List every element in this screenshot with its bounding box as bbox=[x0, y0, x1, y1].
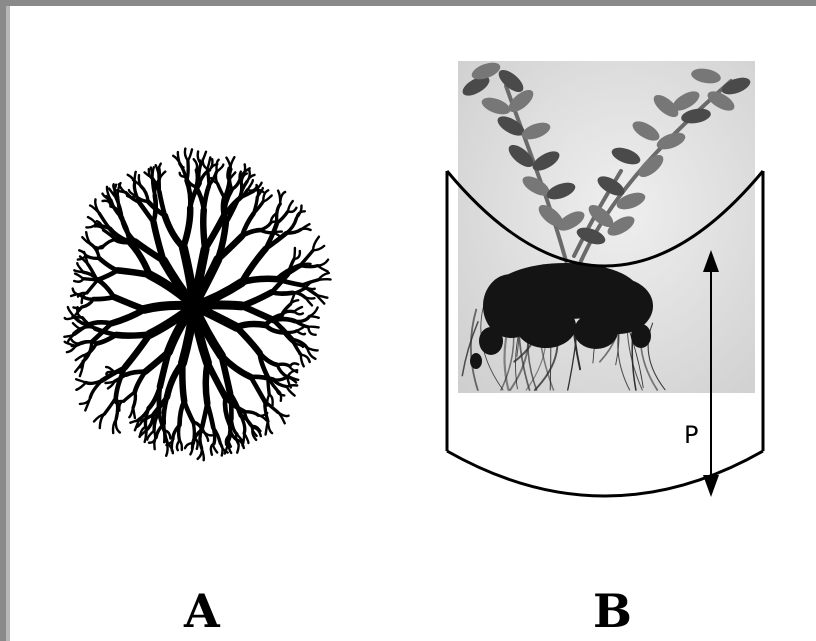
radial-branching-diagram bbox=[64, 149, 330, 461]
cylinder-bottom-rim bbox=[447, 451, 763, 496]
arrow-head-down bbox=[703, 475, 719, 497]
figure-canvas bbox=[6, 6, 816, 641]
panel-label-b: B bbox=[593, 588, 632, 634]
measurement-label: P bbox=[684, 423, 698, 447]
panel-label-a: A bbox=[184, 588, 220, 634]
